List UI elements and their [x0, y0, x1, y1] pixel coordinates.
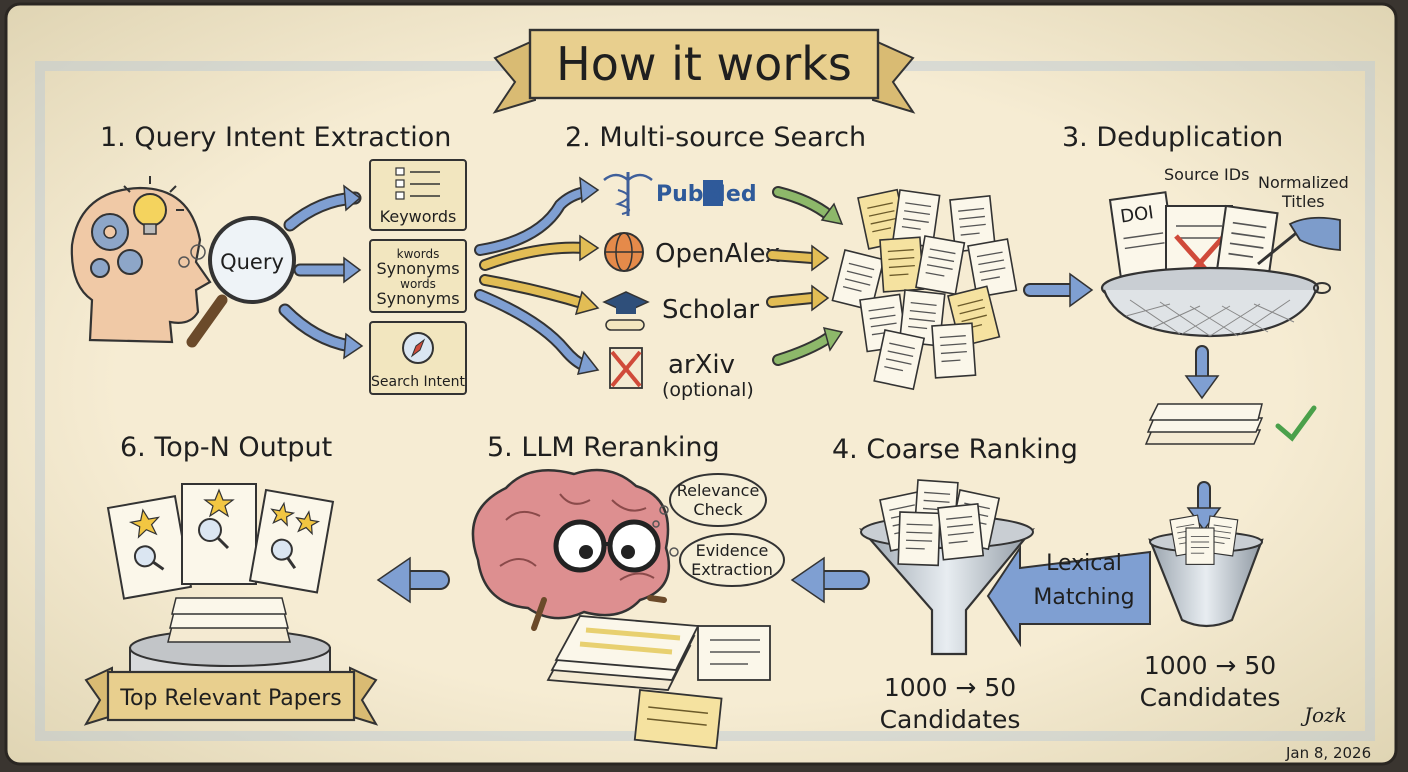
synonyms-big-1: Synonyms	[376, 259, 459, 278]
step-2-title: 2. Multi-source Search	[565, 122, 866, 153]
query-label: Query	[220, 250, 284, 274]
dedup-count: 1000 → 50	[1144, 651, 1276, 680]
output-stack	[167, 597, 291, 643]
step-3-title: 3. Deduplication	[1062, 122, 1283, 153]
synonyms-small-2: words	[400, 277, 436, 291]
signature: Jozk	[1300, 703, 1347, 727]
lexical-label-1: Lexical	[1046, 551, 1122, 576]
brain-icon	[471, 468, 671, 631]
search-intent-label: Search Intent	[371, 374, 466, 390]
top-papers-banner: Top Relevant Papers	[83, 666, 379, 726]
arxiv-label: arXiv	[668, 350, 735, 380]
pubmed-pub: Pub	[656, 182, 704, 207]
coarse-count: 1000 → 50	[884, 673, 1016, 702]
head-gears-icon	[70, 186, 212, 344]
relevance-bubble: Relevance Check	[669, 473, 767, 527]
checklist-card	[697, 625, 771, 681]
pen-hand-icon	[1257, 216, 1341, 266]
caduceus-icon	[603, 172, 653, 216]
lightbulb-icon	[123, 176, 184, 235]
ranked-paper-3	[248, 488, 335, 594]
step-4-title: 4. Coarse Ranking	[832, 434, 1078, 465]
graduation-cap-icon	[602, 291, 650, 331]
page-title: How it works	[556, 37, 852, 91]
clean-stack-icon	[1144, 403, 1264, 445]
evidence-label-1: Evidence	[696, 541, 769, 560]
synonyms-big-2: Synonyms	[376, 289, 459, 308]
evidence-label-2: Extraction	[691, 560, 773, 579]
keywords-card: Keywords	[369, 159, 467, 231]
source-ids-label: Source IDs	[1164, 165, 1249, 184]
evidence-bubble: Evidence Extraction	[679, 533, 785, 587]
sieve-basket-icon	[1100, 266, 1331, 338]
title-banner: How it works	[492, 28, 916, 114]
search-intent-card: Search Intent	[369, 321, 467, 395]
top-papers-label: Top Relevant Papers	[119, 686, 341, 711]
scholar-label: Scholar	[662, 295, 759, 325]
synonyms-small-1: kwords	[397, 247, 440, 261]
arxiv-x-icon	[609, 347, 643, 389]
step-1-title: 1. Query Intent Extraction	[100, 122, 451, 153]
doi-doc: DOI	[1108, 191, 1178, 279]
highlighted-papers-stack	[546, 615, 700, 691]
relevance-label-1: Relevance	[677, 481, 760, 500]
keywords-label: Keywords	[380, 207, 457, 226]
date-label: Jan 8, 2026	[1285, 744, 1371, 762]
ranked-paper-2	[181, 483, 257, 585]
lexical-label-2: Matching	[1033, 585, 1134, 610]
globe-icon	[604, 232, 644, 272]
relevance-label-2: Check	[693, 500, 743, 519]
funnel-icon	[858, 479, 1035, 656]
openalex-label: OpenAlex	[655, 239, 780, 269]
pubmed-med: Med	[704, 182, 757, 207]
magnifier-icon: Query	[186, 216, 296, 348]
arxiv-optional: (optional)	[662, 379, 754, 401]
normalized-label-1: Normalized	[1258, 173, 1349, 192]
filter-cup-icon	[1148, 514, 1264, 628]
doi-label: DOI	[1119, 202, 1155, 227]
synonyms-card: kwords Synonyms words Synonyms	[369, 239, 467, 313]
coarse-unit: Candidates	[880, 705, 1021, 734]
compass-icon	[402, 332, 434, 364]
step-6-title: 6. Top-N Output	[120, 432, 332, 463]
normalized-label-2: Titles	[1281, 192, 1325, 211]
lexical-matching-arrow: Lexical Matching	[986, 544, 1151, 648]
check-icon	[1275, 405, 1317, 442]
step-5-title: 5. LLM Reranking	[487, 432, 720, 463]
note-card	[633, 689, 723, 750]
pubmed-logo: Pub Med	[656, 180, 757, 207]
dedup-unit: Candidates	[1140, 683, 1281, 712]
ranked-paper-1	[106, 495, 193, 600]
